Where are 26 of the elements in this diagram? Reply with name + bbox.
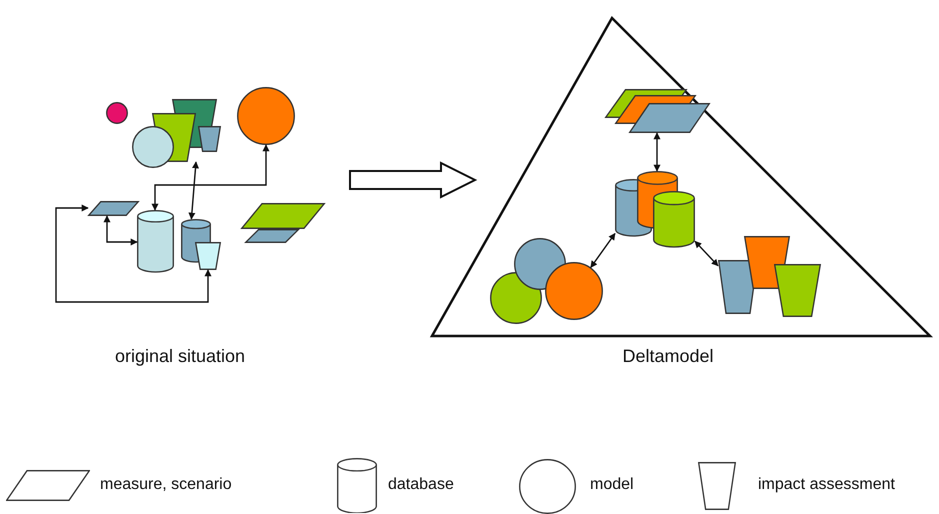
model-circle <box>490 272 542 324</box>
model-circle <box>132 126 174 168</box>
scenario-parallelogram <box>241 203 325 229</box>
arrow <box>694 240 719 266</box>
scenario-parallelogram <box>88 201 139 216</box>
legend-label: model <box>590 476 634 494</box>
block-arrow <box>349 161 478 199</box>
arrow <box>152 144 270 211</box>
legend-label: database <box>388 476 454 494</box>
impact-trapezoid <box>774 264 821 317</box>
model-circle <box>237 87 295 145</box>
arrow <box>590 232 616 268</box>
legend-label: impact assessment <box>758 476 895 494</box>
panel-caption: original situation <box>114 346 246 367</box>
database-cylinder <box>653 191 695 247</box>
arrow <box>188 161 199 220</box>
panel-caption: Deltamodel <box>622 346 714 367</box>
impact-trapezoid <box>195 242 221 270</box>
arrow <box>654 132 660 172</box>
legend-label: measure, scenario <box>100 476 232 494</box>
impact-trapezoid <box>744 236 790 289</box>
arrow <box>104 215 138 246</box>
database-cylinder <box>137 210 174 272</box>
arrow <box>55 204 212 303</box>
model-circle <box>545 262 603 320</box>
model-circle <box>106 102 128 124</box>
